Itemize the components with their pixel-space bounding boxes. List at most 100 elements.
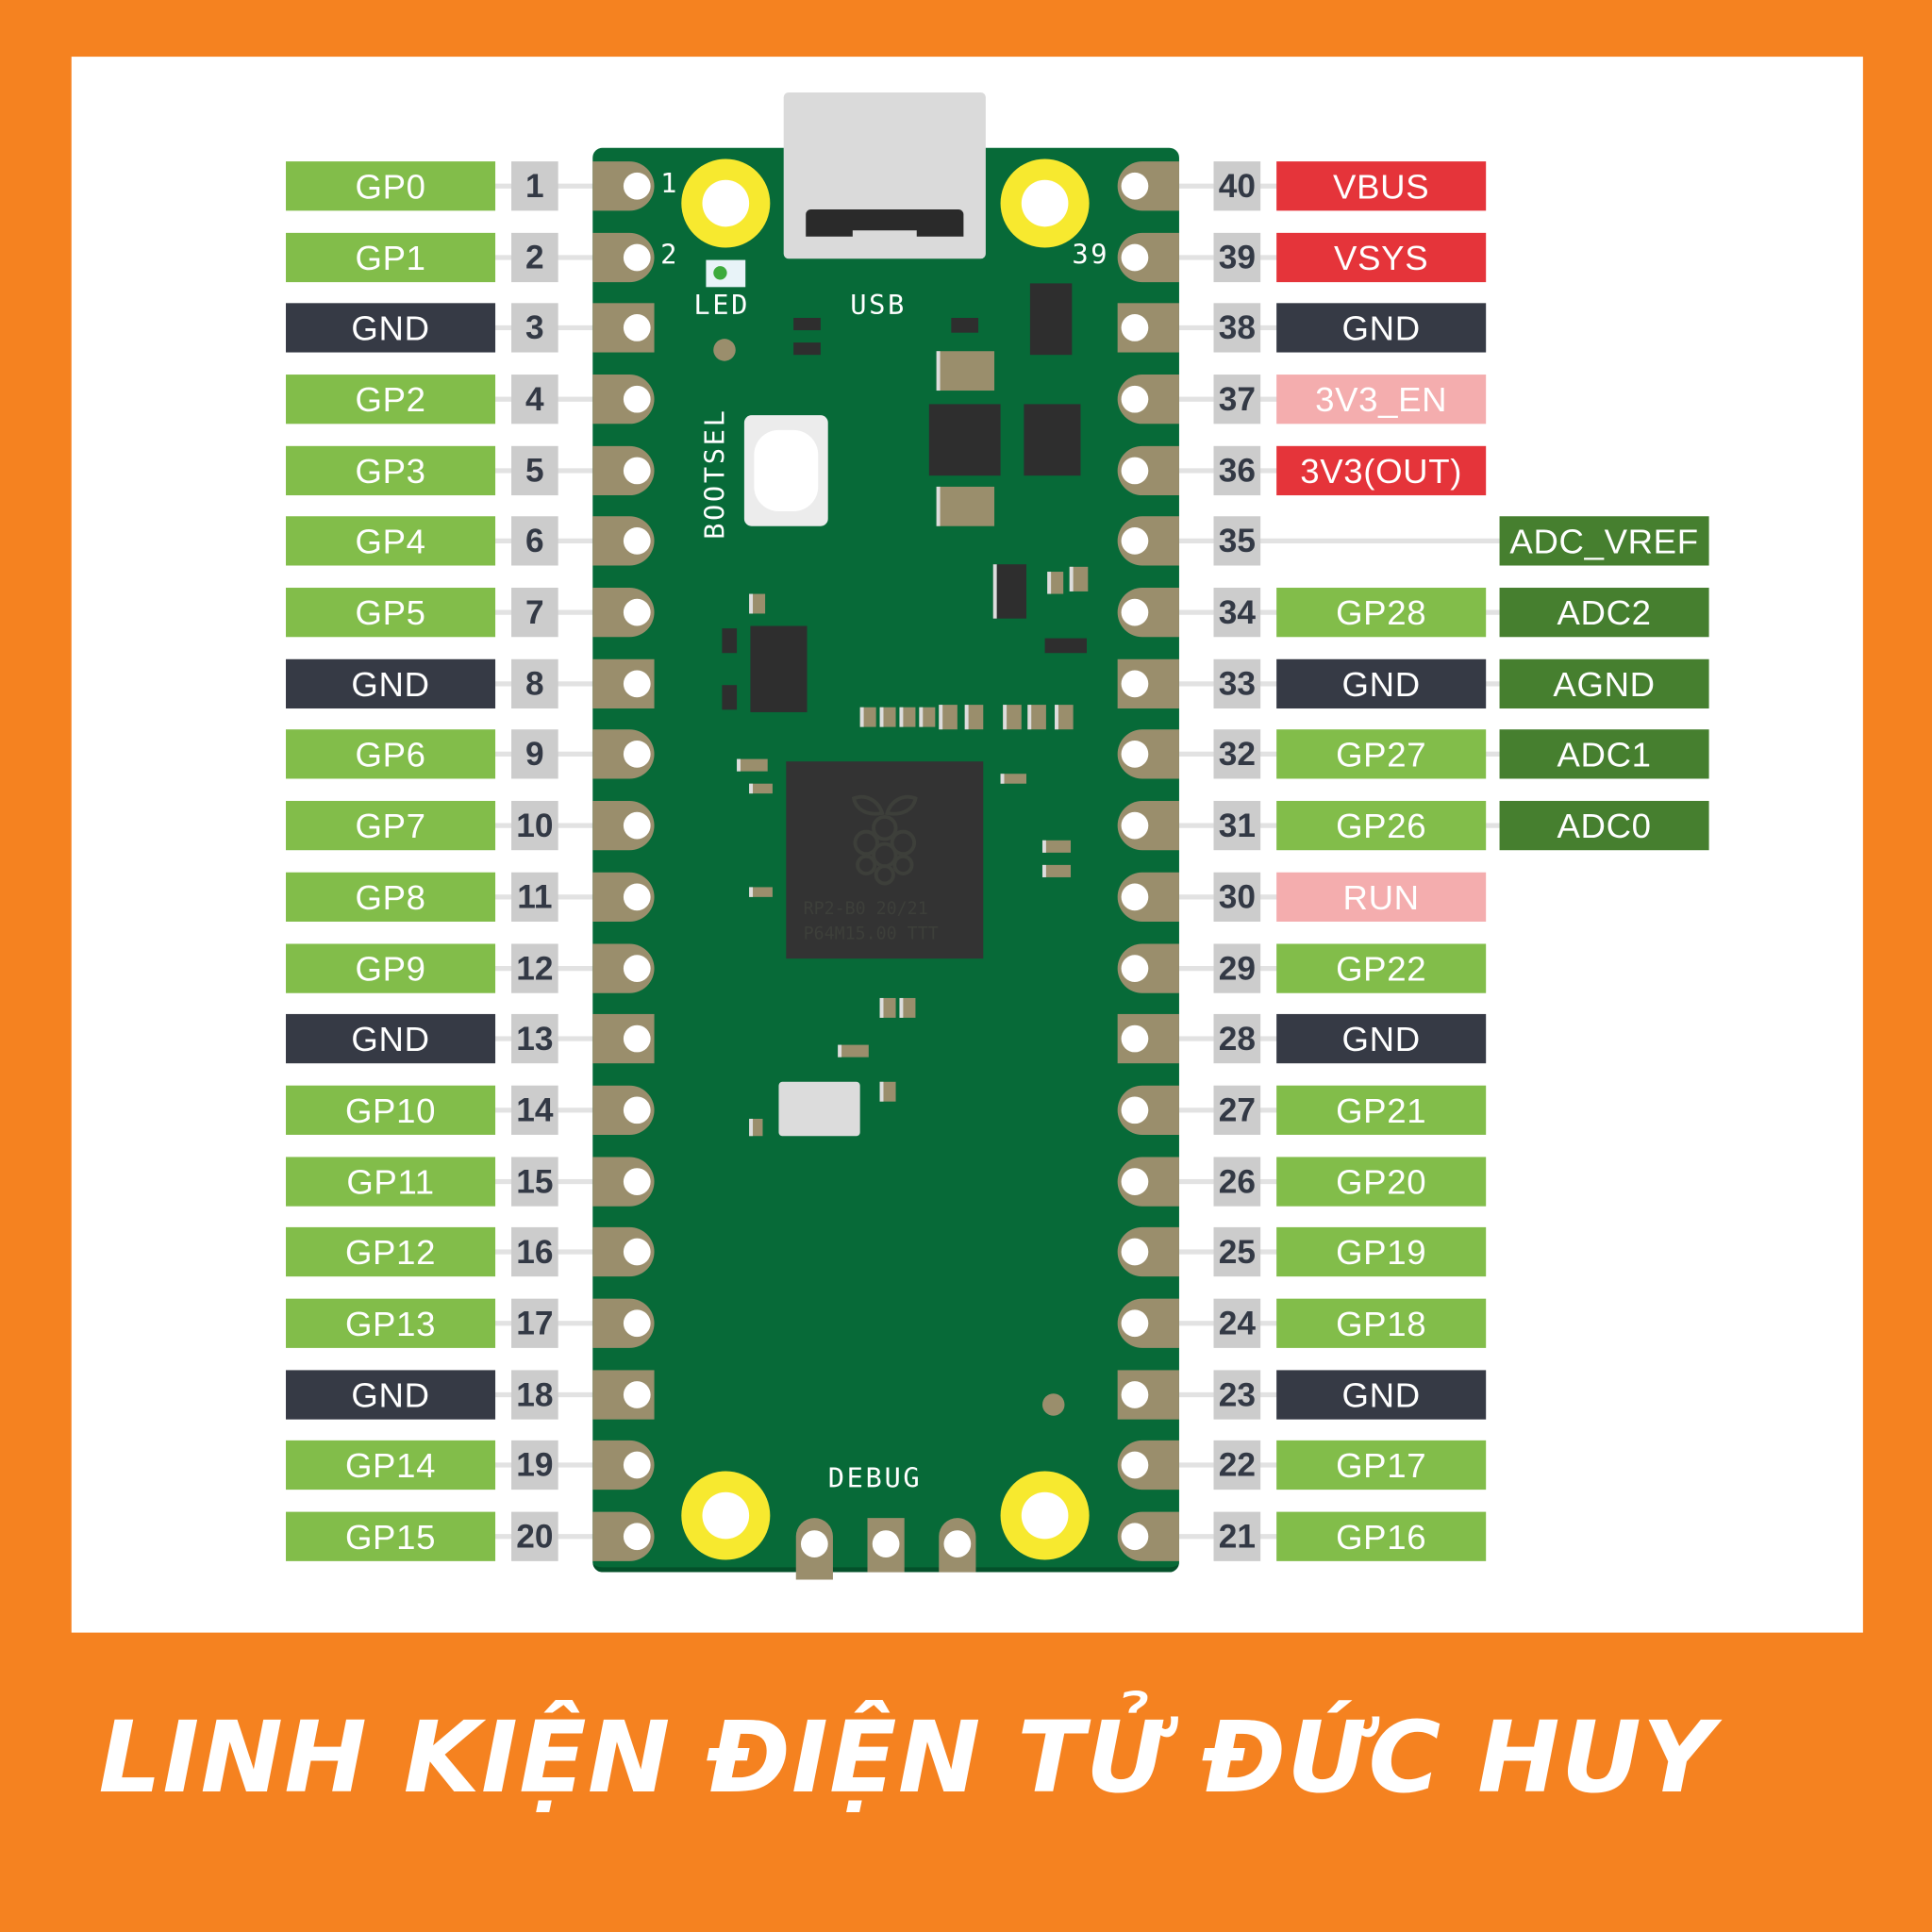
smd-component xyxy=(1044,638,1087,654)
pin-number: 14 xyxy=(511,1085,558,1135)
pin-number: 13 xyxy=(511,1014,558,1064)
header-pad xyxy=(1117,1085,1179,1135)
pin-number: 1 xyxy=(511,161,558,211)
pad-hole-icon xyxy=(623,172,651,200)
header-pad xyxy=(592,161,655,211)
pin-number: 23 xyxy=(1213,1369,1261,1420)
pad-hole-icon xyxy=(623,1024,651,1053)
pin-number: 25 xyxy=(1213,1227,1261,1277)
pin-label-analog: ADC2 xyxy=(1499,588,1709,638)
pin-label-gpio: GP11 xyxy=(286,1156,496,1207)
header-pad xyxy=(592,1227,655,1277)
pin-label-gnd: GND xyxy=(1276,1369,1487,1420)
capacitor xyxy=(936,351,995,391)
pin-label-gpio: GP7 xyxy=(286,801,496,851)
pin-number: 31 xyxy=(1213,801,1261,851)
passive-component xyxy=(879,707,896,727)
debug-pad-gnd xyxy=(867,1518,905,1573)
passive-component xyxy=(838,1044,869,1058)
pad-hole-icon xyxy=(1121,1167,1149,1195)
pin-number: 40 xyxy=(1213,161,1261,211)
pin-label-gnd: GND xyxy=(286,658,496,708)
passive-component xyxy=(1047,572,1064,594)
smd-component xyxy=(793,317,821,331)
pin-number: 12 xyxy=(511,942,558,993)
pin-number: 4 xyxy=(511,375,558,425)
pin-number: 38 xyxy=(1213,303,1261,354)
pin-label-gnd: GND xyxy=(1276,303,1487,354)
pad-hole-icon xyxy=(1121,172,1149,200)
pad-hole-icon xyxy=(1121,1452,1149,1479)
pin-number: 18 xyxy=(511,1369,558,1420)
pin-label-power: 3V3(OUT) xyxy=(1276,445,1487,495)
pin-label-gpio: GP16 xyxy=(1276,1511,1487,1561)
passive-component xyxy=(1003,705,1022,730)
pin-number: 15 xyxy=(511,1156,558,1207)
pad-hole-icon xyxy=(623,457,651,484)
pin-label-control: 3V3_EN xyxy=(1276,375,1487,425)
bootsel-label: BOOTSEL xyxy=(700,408,732,540)
pin-label-gpio: GP18 xyxy=(1276,1298,1487,1348)
passive-component xyxy=(1069,566,1089,591)
pin-number: 2 xyxy=(511,232,558,282)
mounting-hole-icon xyxy=(681,158,771,248)
smd-component xyxy=(992,564,1026,619)
pin-number: 22 xyxy=(1213,1441,1261,1491)
chip-marking-line2: P64M15.00 TTT xyxy=(803,924,939,944)
pad-hole-icon xyxy=(1121,1024,1149,1053)
header-pad xyxy=(1117,303,1179,354)
pin-number: 26 xyxy=(1213,1156,1261,1207)
header-pad xyxy=(592,942,655,993)
passive-component xyxy=(1027,705,1046,730)
pin-connector-line xyxy=(1164,539,1509,544)
pin-number: 35 xyxy=(1213,516,1261,567)
smd-component xyxy=(928,404,1001,476)
pin-number: 8 xyxy=(511,658,558,708)
header-pad xyxy=(592,658,655,708)
pin-label-gpio: GP17 xyxy=(1276,1441,1487,1491)
pin-label-gnd: GND xyxy=(286,303,496,354)
pad-hole-icon xyxy=(1121,598,1149,626)
pin-label-gnd: GND xyxy=(286,1014,496,1064)
header-pad xyxy=(1117,658,1179,708)
passive-component xyxy=(964,705,984,730)
header-pad xyxy=(1117,445,1179,495)
smd-component xyxy=(750,625,808,712)
passive-component xyxy=(899,707,916,727)
debug-pad-swclk xyxy=(795,1518,833,1580)
pin-label-analog: AGND xyxy=(1499,658,1709,708)
header-pad xyxy=(1117,375,1179,425)
rp2040-chip: RP2-B0 20/21 P64M15.00 TTT xyxy=(786,761,984,959)
pin-number: 17 xyxy=(511,1298,558,1348)
passive-component xyxy=(749,887,773,897)
header-pad xyxy=(592,1085,655,1135)
pin-number: 27 xyxy=(1213,1085,1261,1135)
pin-number: 28 xyxy=(1213,1014,1261,1064)
test-point-icon xyxy=(713,339,736,361)
pin-number: 33 xyxy=(1213,658,1261,708)
pad-hole-icon xyxy=(623,243,651,271)
pad-hole-icon xyxy=(1121,811,1149,840)
pad-hole-icon xyxy=(623,527,651,556)
pin-number: 39 xyxy=(1213,232,1261,282)
smd-component xyxy=(1024,404,1081,476)
pin-number: 16 xyxy=(511,1227,558,1277)
pin-label-gpio: GP22 xyxy=(1276,942,1487,993)
pad-hole-icon xyxy=(623,1309,651,1338)
bootsel-button[interactable] xyxy=(743,415,828,526)
capacitor xyxy=(936,486,995,526)
header-pad xyxy=(1117,232,1179,282)
smd-component xyxy=(1029,283,1073,356)
pin-number: 7 xyxy=(511,588,558,638)
debug-label: DEBUG xyxy=(827,1463,923,1495)
pad-hole-icon xyxy=(623,741,651,769)
passive-component xyxy=(749,783,773,794)
pad-hole-icon xyxy=(1121,527,1149,556)
smd-component xyxy=(951,317,979,333)
pin-label-gpio: GP9 xyxy=(286,942,496,993)
pin-label-power: VBUS xyxy=(1276,161,1487,211)
header-pad xyxy=(1117,516,1179,567)
pin-number: 36 xyxy=(1213,445,1261,495)
header-pad xyxy=(592,1441,655,1491)
pad-hole-icon xyxy=(623,811,651,840)
